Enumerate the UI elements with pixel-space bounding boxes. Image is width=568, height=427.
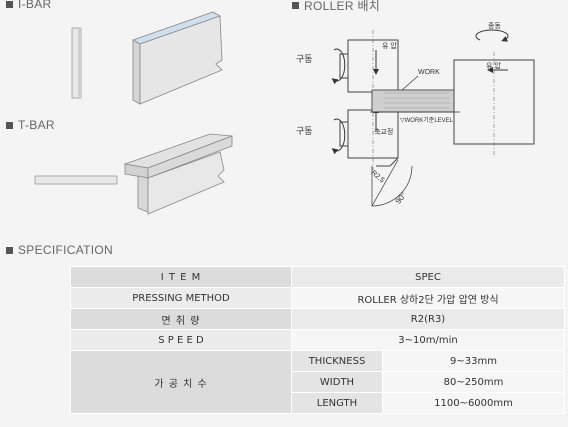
ibar-end-view xyxy=(71,27,82,99)
lower-roller-shaft xyxy=(339,121,349,147)
dim-name: THICKNESS xyxy=(291,350,383,372)
tbar-title-text: T-BAR xyxy=(18,118,55,132)
table-row: 면 취 량 R2(R3) xyxy=(70,308,565,330)
angle-arc xyxy=(371,165,413,207)
spec-title: SPECIFICATION xyxy=(6,243,113,257)
label-follow: 종동 xyxy=(488,22,501,30)
row-spec: R2(R3) xyxy=(291,308,565,330)
drive-rotation-bottom-icon xyxy=(331,118,346,155)
roller-title: ROLLER 배치 xyxy=(292,0,380,14)
row-spec: 3~10m/min xyxy=(291,329,565,351)
header-item: I T E M xyxy=(70,266,292,288)
bullet-square xyxy=(6,246,13,254)
upper-roller-shaft xyxy=(339,53,349,79)
row-item: S P E E D xyxy=(70,329,292,351)
dim-group-label: 가 공 치 수 xyxy=(70,350,292,414)
label-correction: 축교정 xyxy=(374,127,393,136)
label-pressure-right: 유 압 xyxy=(486,62,501,70)
label-level: ▽WORK기준LEVEL xyxy=(400,116,454,124)
dim-value: 1100~6000mm xyxy=(382,392,565,414)
header-spec: SPEC xyxy=(291,266,565,288)
tbar-perspective xyxy=(123,133,233,215)
dim-name: LENGTH xyxy=(291,392,383,414)
tbar-title: T-BAR xyxy=(6,118,55,132)
tbar-illustration xyxy=(34,133,233,215)
ibar-title-text: I-BAR xyxy=(18,0,52,11)
label-pressure-left: 유 압 xyxy=(382,42,397,50)
drive-rotation-top-icon xyxy=(331,48,346,85)
label-drive-top: 구동 xyxy=(296,54,313,64)
label-work: WORK xyxy=(418,69,440,76)
table-header-row: I T E M SPEC xyxy=(70,266,565,288)
bullet-square xyxy=(6,121,13,129)
label-drive-bottom: 구동 xyxy=(296,126,313,136)
table-row: LENGTH 1100~6000mm xyxy=(71,392,565,414)
roller-title-text: ROLLER 배치 xyxy=(304,0,381,13)
row-item: 면 취 량 xyxy=(70,308,292,330)
ibar-perspective xyxy=(132,11,223,105)
tbar-end-view xyxy=(34,175,118,185)
follower-rotation-icon xyxy=(475,29,509,42)
bullet-square xyxy=(6,0,13,8)
ibar-title: I-BAR xyxy=(6,0,52,11)
table-row: PRESSING METHOD ROLLER 상하2단 가압 압연 방식 xyxy=(70,287,565,309)
workpiece xyxy=(371,89,455,113)
table-row: S P E E D 3~10m/min xyxy=(70,329,565,351)
dim-name: WIDTH xyxy=(291,371,383,393)
bullet-square xyxy=(292,2,299,9)
dim-value: 80~250mm xyxy=(382,371,565,393)
table-row: 가 공 치 수 THICKNESS 9~33mm xyxy=(70,350,565,414)
ibar-illustration xyxy=(71,11,223,105)
spec-table: I T E M SPEC PRESSING METHOD ROLLER 상하2단… xyxy=(70,266,565,414)
row-spec: ROLLER 상하2단 가압 압연 방식 xyxy=(291,287,565,309)
roller-diagram: 구동 구동 유 압 유 압 종동 WORK ▽WORK기준LEVEL 축교정 R… xyxy=(296,22,535,207)
row-item: PRESSING METHOD xyxy=(70,287,292,309)
label-angle: 90° xyxy=(394,191,409,206)
spec-title-text: SPECIFICATION xyxy=(18,243,114,257)
dim-value: 9~33mm xyxy=(382,350,565,372)
